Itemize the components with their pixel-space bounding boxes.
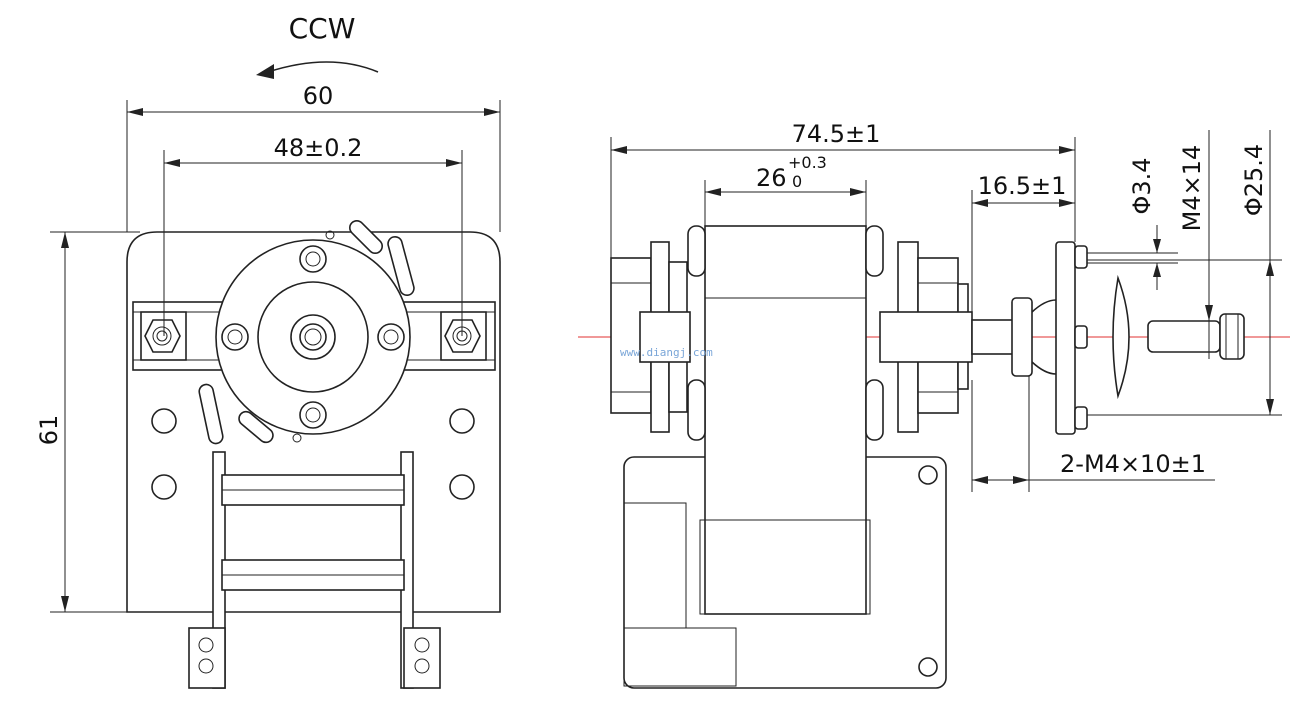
end-bell-screw (221, 245, 405, 429)
shaft-flange (1055, 241, 1076, 435)
dimension-flange-diameter: Φ25.4 (1087, 130, 1282, 416)
svg-text:26: 26 (756, 164, 787, 192)
front-left-tab (188, 627, 226, 689)
svg-text:M4×14: M4×14 (1178, 145, 1206, 232)
side-view: www.diangj.com 74.5±1 26 +0.3 0 (578, 120, 1290, 689)
dimension-hole-spacing: 48±0.2 (163, 134, 463, 336)
motor-end-bell (215, 239, 411, 435)
bracket-hole (151, 408, 177, 434)
stator-core (704, 225, 867, 615)
svg-text:Φ25.4: Φ25.4 (1240, 144, 1268, 216)
dimension-width-overall: 60 (126, 82, 501, 232)
dimension-height-overall: 61 (35, 231, 140, 613)
flange-screw (1074, 245, 1088, 430)
lead-wires (198, 220, 415, 445)
dimension-wire-diameter: Φ3.4 (1087, 157, 1178, 290)
rotation-arrowhead-icon (256, 64, 274, 79)
svg-text:2-M4×10±1: 2-M4×10±1 (1060, 450, 1206, 478)
front-view: CCW (35, 12, 501, 689)
bracket-hole (449, 408, 475, 434)
dimension-thread: M4×14 (1178, 130, 1213, 359)
shaft-nut (1219, 313, 1245, 360)
bracket-hole (151, 474, 177, 500)
svg-text:60: 60 (303, 82, 334, 110)
washer (1112, 274, 1130, 400)
bracket-hole (449, 474, 475, 500)
dimension-mounting-screws: 2-M4×10±1 (971, 376, 1215, 492)
svg-text:16.5±1: 16.5±1 (978, 172, 1067, 200)
dimension-shaft-extension: 16.5±1 (971, 172, 1076, 320)
svg-text:0: 0 (792, 172, 802, 191)
dimension-overall-length: 74.5±1 (610, 120, 1076, 258)
watermark: www.diangj.com (620, 346, 713, 359)
dimension-core-width: 26 +0.3 0 (704, 153, 867, 226)
svg-text:74.5±1: 74.5±1 (792, 120, 881, 148)
front-right-tab (403, 627, 441, 689)
svg-text:61: 61 (35, 415, 63, 446)
svg-text:+0.3: +0.3 (788, 153, 827, 172)
svg-text:Φ3.4: Φ3.4 (1128, 157, 1156, 214)
rotation-arrow-icon (267, 61, 379, 73)
rotation-label: CCW (289, 12, 356, 45)
shaft (971, 319, 1019, 355)
svg-text:48±0.2: 48±0.2 (274, 134, 363, 162)
rotor-hub (257, 281, 369, 393)
right-hex-nut (440, 311, 487, 361)
